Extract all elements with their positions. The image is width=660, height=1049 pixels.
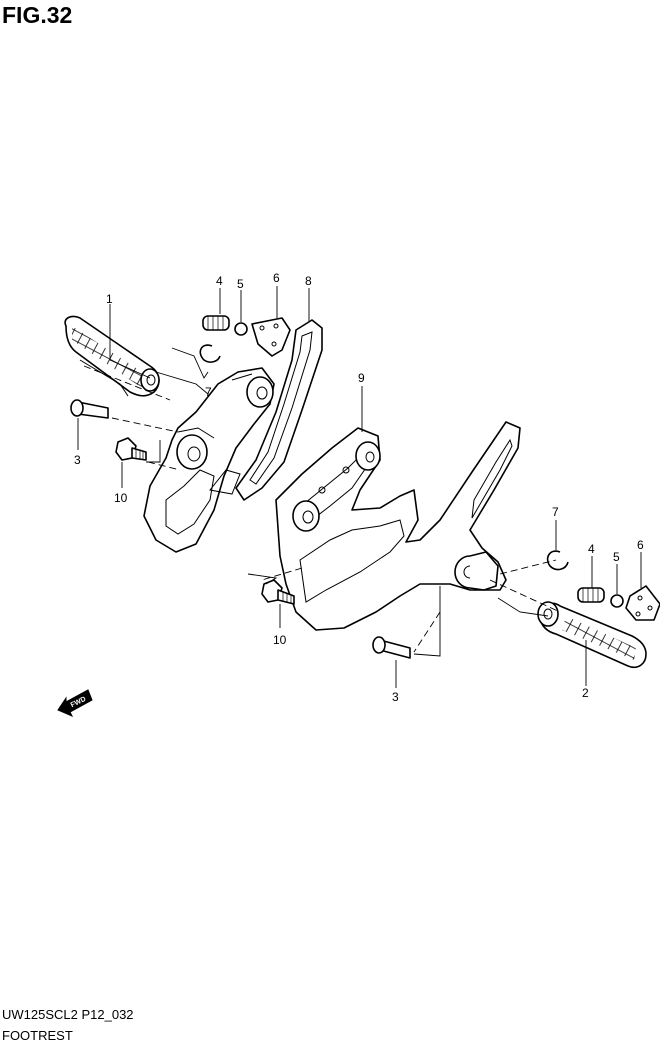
left-footrest-bracket <box>143 319 323 553</box>
right-e-clip <box>546 550 569 571</box>
callout-10-left: 10 <box>114 491 128 505</box>
figure-title: FIG.32 <box>2 2 73 28</box>
section-name: FOOTREST <box>2 1028 73 1043</box>
right-footpeg <box>537 601 647 669</box>
left-plate <box>251 317 291 357</box>
right-plate <box>625 585 660 621</box>
callout-1: 1 <box>106 292 113 306</box>
right-spring <box>577 587 605 603</box>
callout-10-right: 10 <box>273 633 287 647</box>
callout-9: 9 <box>358 371 365 385</box>
left-pivot-pin <box>70 399 109 419</box>
right-bolt <box>261 579 295 605</box>
callout-4-right: 4 <box>588 542 595 556</box>
left-bolt <box>115 437 147 461</box>
callout-3-left: 3 <box>74 453 81 467</box>
leader-1 <box>109 304 151 379</box>
left-ball <box>234 322 248 336</box>
callout-7-right: 7 <box>552 505 559 519</box>
callout-8: 8 <box>305 274 312 288</box>
callout-5-right: 5 <box>613 550 620 564</box>
callout-3-right: 3 <box>392 690 399 704</box>
left-e-clip <box>199 344 221 363</box>
left-spring <box>202 315 230 331</box>
callout-4-left: 4 <box>216 274 223 288</box>
leader-7a <box>171 347 209 379</box>
right-ball <box>610 594 624 608</box>
model-code: UW125SCL2 P12_032 <box>2 1007 134 1022</box>
fwd-arrow-icon: FWD <box>57 689 93 717</box>
callout-6-right: 6 <box>637 538 644 552</box>
callout-5-left: 5 <box>237 277 244 291</box>
callout-2: 2 <box>582 686 589 700</box>
callout-7-left: 7 <box>205 385 212 399</box>
right-footrest-bracket <box>275 421 521 631</box>
callout-6-left: 6 <box>273 271 280 285</box>
right-pivot-pin <box>372 636 411 659</box>
assembly-lines-right <box>261 559 561 653</box>
assembly-lines-left <box>83 365 181 471</box>
left-footpeg <box>64 315 160 397</box>
